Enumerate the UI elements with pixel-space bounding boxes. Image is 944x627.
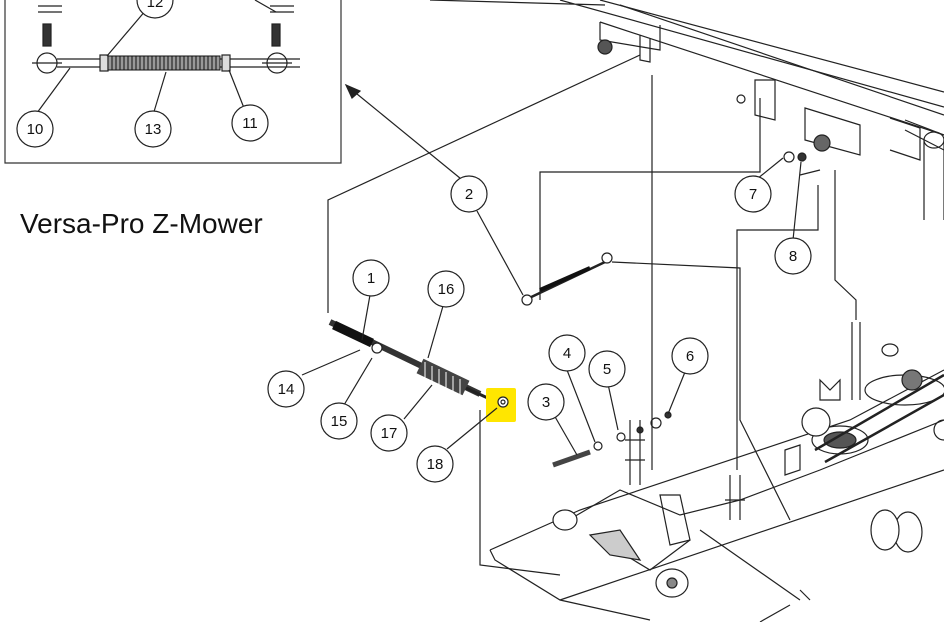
callout-12 (136, 0, 174, 19)
callout-8 (774, 237, 812, 275)
mower-frame (429, 0, 944, 220)
callout-17 (370, 414, 408, 452)
callout-16-label: 16 (438, 281, 455, 298)
callout-4-label: 4 (563, 345, 571, 362)
callout-15-label: 15 (331, 413, 348, 430)
callout-7-label: 7 (749, 186, 757, 203)
inset-detail-box (4, 0, 342, 164)
callout-3 (527, 383, 565, 421)
callout-2 (450, 175, 488, 213)
callout-14-label: 14 (278, 381, 295, 398)
threaded-rod (107, 55, 221, 71)
callout-11-label: 11 (242, 115, 258, 132)
callout-6-label: 6 (686, 348, 694, 365)
callout-13 (134, 110, 172, 148)
callout-1 (352, 259, 390, 297)
callout-17-label: 17 (381, 425, 398, 442)
callout-18 (416, 445, 454, 483)
callout-6 (671, 337, 709, 375)
mower-deck (489, 322, 944, 623)
callout-2-label: 2 (465, 186, 473, 203)
callout-5 (588, 350, 626, 388)
callout-3-label: 3 (542, 394, 550, 411)
callout-4 (548, 334, 586, 372)
callout-8-label: 8 (789, 248, 797, 265)
callout-11 (231, 104, 269, 142)
callout-5-label: 5 (603, 361, 611, 378)
diagram-title: Versa-Pro Z-Mower (20, 208, 263, 239)
callout-14 (267, 370, 305, 408)
callout-1-label: 1 (367, 270, 375, 287)
bolt-and-washers (552, 411, 672, 468)
callout-15 (320, 402, 358, 440)
callout-16 (427, 270, 465, 308)
callout-18-label: 18 (427, 456, 444, 473)
link-rod (521, 252, 613, 306)
control-cable (328, 319, 493, 402)
callout-10-label: 10 (27, 121, 44, 138)
callout-7 (734, 175, 772, 213)
highlighted-part-18[interactable] (486, 388, 516, 422)
callout-10 (16, 110, 54, 148)
callout-12-label: 12 (147, 0, 164, 11)
callout-13-label: 13 (145, 121, 162, 138)
